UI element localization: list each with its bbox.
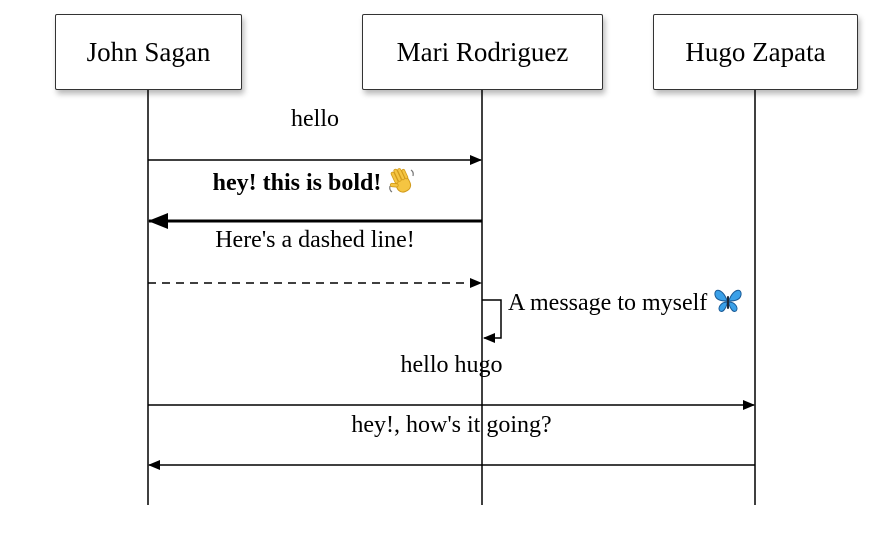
actor-name: Mari Rodriguez [396, 36, 569, 67]
message-label-a-message-to-myself: A message to myself [508, 288, 743, 321]
message-label-hello: hello [291, 105, 339, 133]
actor-name: Hugo Zapata [685, 36, 826, 67]
message-text: hello [291, 106, 339, 132]
actor-box-john: John Sagan [55, 14, 242, 90]
message-label-hello-hugo: hello hugo [401, 351, 503, 379]
actor-name: John Sagan [86, 36, 211, 67]
message-text: hey! this is bold! [212, 170, 382, 197]
message-text: hello hugo [400, 352, 503, 378]
message-text: Here's a dashed line! [215, 227, 415, 253]
message-label-hey-how-s-it-going: hey!, how's it going? [351, 411, 551, 439]
message-label-here-s-a-dashed-line: Here's a dashed line! [215, 226, 415, 254]
message-label-hey-this-is-bold: hey! this is bold! [213, 166, 418, 203]
actor-box-mari: Mari Rodriguez [362, 14, 603, 90]
message-text: hey!, how's it going? [351, 412, 552, 438]
message-arrow-self [482, 299, 502, 343]
actor-box-hugo: Hugo Zapata [653, 14, 858, 90]
waving-hand-icon [387, 166, 417, 203]
butterfly-icon [713, 288, 743, 321]
message-text: A message to myself [508, 290, 708, 317]
